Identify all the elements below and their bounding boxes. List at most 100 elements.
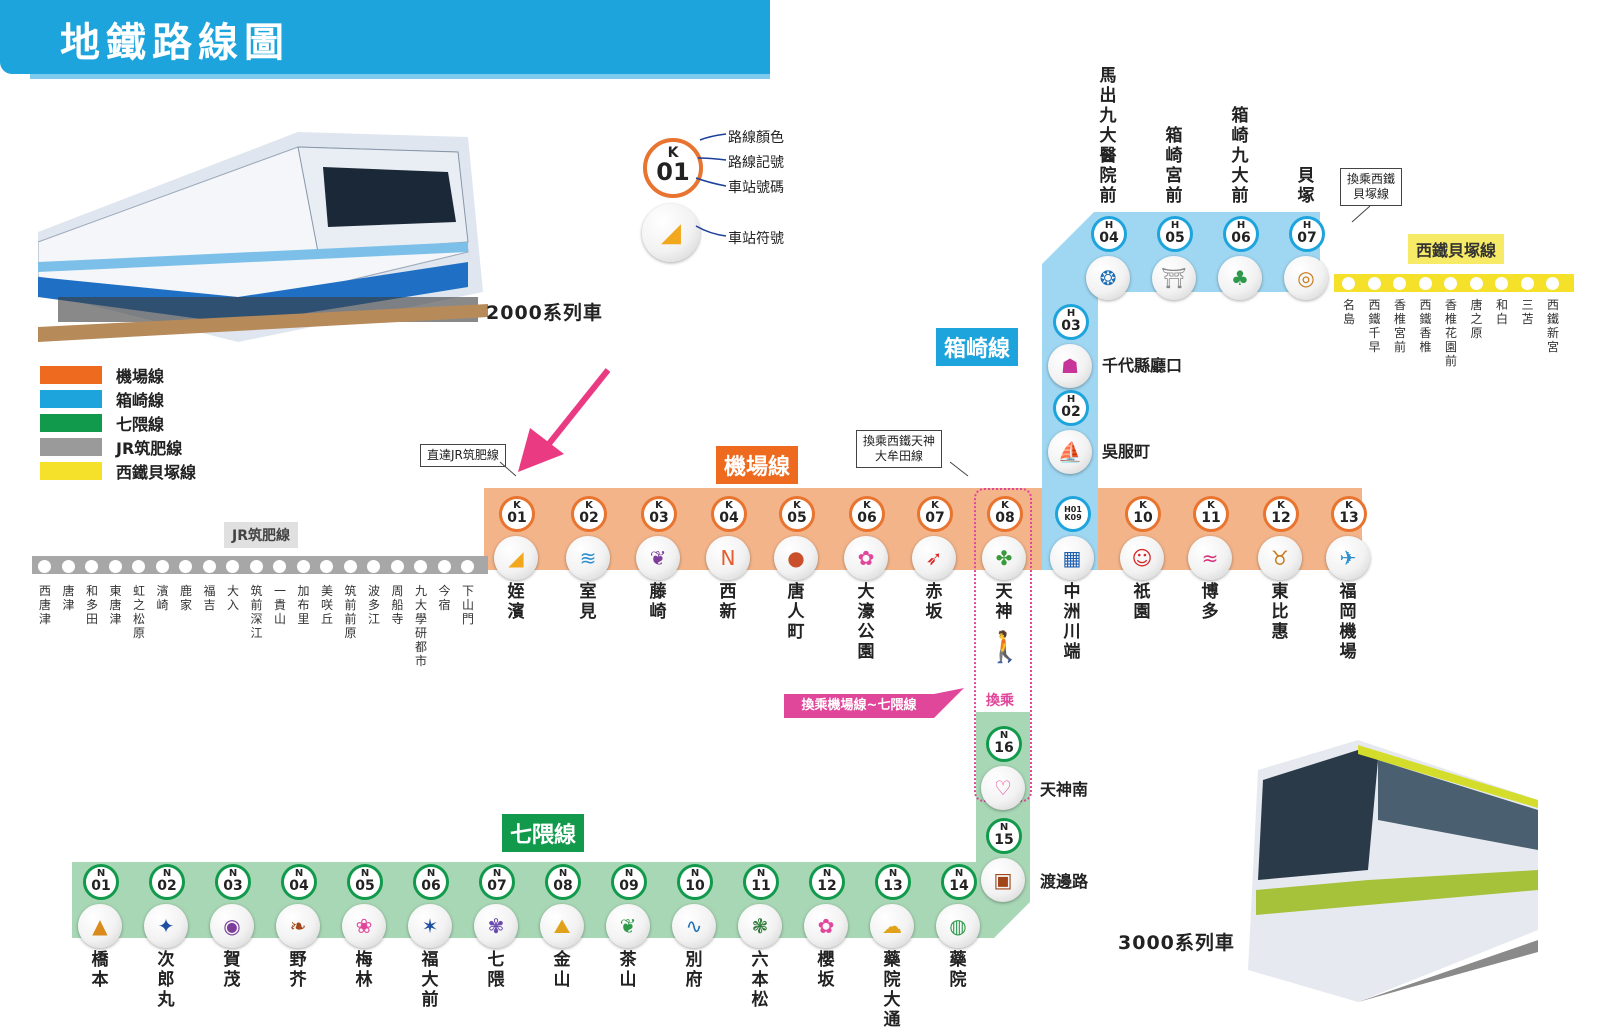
jr-station-name: 波多江 [367,584,381,626]
station-name: 大濠公園 [855,582,877,662]
station-name: 橋本 [89,950,111,990]
line-code: H01 K09 [1058,506,1088,522]
transfer-banner-tip [934,688,968,718]
jr-station-name: 下山門 [461,584,475,626]
pine-branch-icon: ❃ [738,904,782,948]
station-name: 東比惠 [1269,582,1291,642]
station-number: 12 [1266,511,1296,525]
jr-station-name: 一貴山 [273,584,287,626]
antenna-icon: ♉ [1258,536,1302,580]
circle-icon: ◉ [210,904,254,948]
mountain-icon: ▲ [78,904,122,948]
station-number: 05 [782,511,812,525]
station-name: 西新 [717,582,739,622]
station-code-ring: N08 [545,864,581,900]
nishitetsu-station-name: 西鐵香椎 [1419,298,1433,354]
station-number: 01 [502,511,532,525]
station-code-ring: H07 [1289,216,1325,252]
jr-station-name: 加布里 [297,584,311,626]
jr-station-name: 美咲丘 [320,584,334,626]
station-code-ring: K06 [849,496,885,532]
station-name: 赤坂 [923,582,945,622]
station-number: 09 [614,879,644,893]
wisteria-icon: ❦ [636,536,680,580]
pattern-icon: ▦ [1050,536,1094,580]
station-code-ring: K01 [499,496,535,532]
tram-icon: ▣ [981,858,1025,902]
station-number: 08 [548,879,578,893]
station-name: 梅林 [353,950,375,990]
station-name: 金山 [551,950,573,990]
ship-icon: ⛵ [1048,430,1092,474]
station-name: 箱崎宮前 [1163,126,1185,206]
transfer-banner: 換乘機場線~七隈線 [784,694,934,718]
station-code-ring: K10 [1125,496,1161,532]
jr-station-name: 筑前深江 [250,584,264,640]
nishitetsu-station-name: 三苫 [1521,298,1535,326]
station-name: 貝塚 [1295,166,1317,206]
station-number: 06 [852,511,882,525]
station-code-ring: K13 [1331,496,1367,532]
station-name: 賀茂 [221,950,243,990]
station-code-ring: K04 [711,496,747,532]
station-name: 吳服町 [1102,438,1150,462]
station-number: 13 [1334,511,1364,525]
station-code-ring: N12 [809,864,845,900]
nishitetsu-station-name: 西鐵千早 [1368,298,1382,354]
jr-station-name: 九大學研都市 [414,584,428,668]
flower-icon: ✾ [474,904,518,948]
shell-icon: ◎ [1284,256,1328,300]
nishitetsu-station-name: 西鐵新宮 [1546,298,1560,354]
station-code-ring: K03 [641,496,677,532]
peak-icon: ⛰ [540,904,584,948]
clover-icon: ✤ [982,536,1026,580]
station-code-ring: N02 [149,864,185,900]
station-code-ring: N10 [677,864,713,900]
station-name: 七隈 [485,950,507,990]
station-code-ring: N11 [743,864,779,900]
bell-icon: ☗ [1048,344,1092,388]
station-name: 野芥 [287,950,309,990]
pink-arrow-icon [514,366,614,476]
station-code-ring: N09 [611,864,647,900]
station-number: 12 [812,879,842,893]
station-code-ring: N01 [83,864,119,900]
jr-station-name: 福吉 [203,584,217,612]
station-name: 唐人町 [785,582,807,642]
transfer-word: 換乘 [986,690,1014,710]
station-number: 07 [482,879,512,893]
boat-icon: ◢ [494,536,538,580]
leaf-icon: ❧ [276,904,320,948]
station-code-ring: N16 [986,726,1022,762]
station-code-ring: K05 [779,496,815,532]
station-number: 06 [1226,231,1256,245]
station-name: 箱崎九大前 [1229,106,1251,206]
station-code-ring: K11 [1193,496,1229,532]
nishitetsu-station-name: 和白 [1495,298,1509,326]
station-number: 07 [1292,231,1322,245]
nishitetsu-station-name: 香椎花園前 [1444,298,1458,368]
station-name: 福岡機場 [1337,582,1359,662]
station-number: 04 [1094,231,1124,245]
station-number: 05 [1160,231,1190,245]
station-code-ring: N07 [479,864,515,900]
station-number: 10 [680,879,710,893]
station-number: 02 [574,511,604,525]
tea-icon: ❦ [606,904,650,948]
sakura-icon: ✿ [804,904,848,948]
station-name: 櫻坂 [815,950,837,990]
bird-icon: ✦ [144,904,188,948]
jr-station-name: 唐津 [62,584,76,612]
doll-icon: ♡ [981,766,1025,810]
station-code-ring: N05 [347,864,383,900]
bowl-icon: ◍ [936,904,980,948]
station-name: 博多 [1199,582,1221,622]
